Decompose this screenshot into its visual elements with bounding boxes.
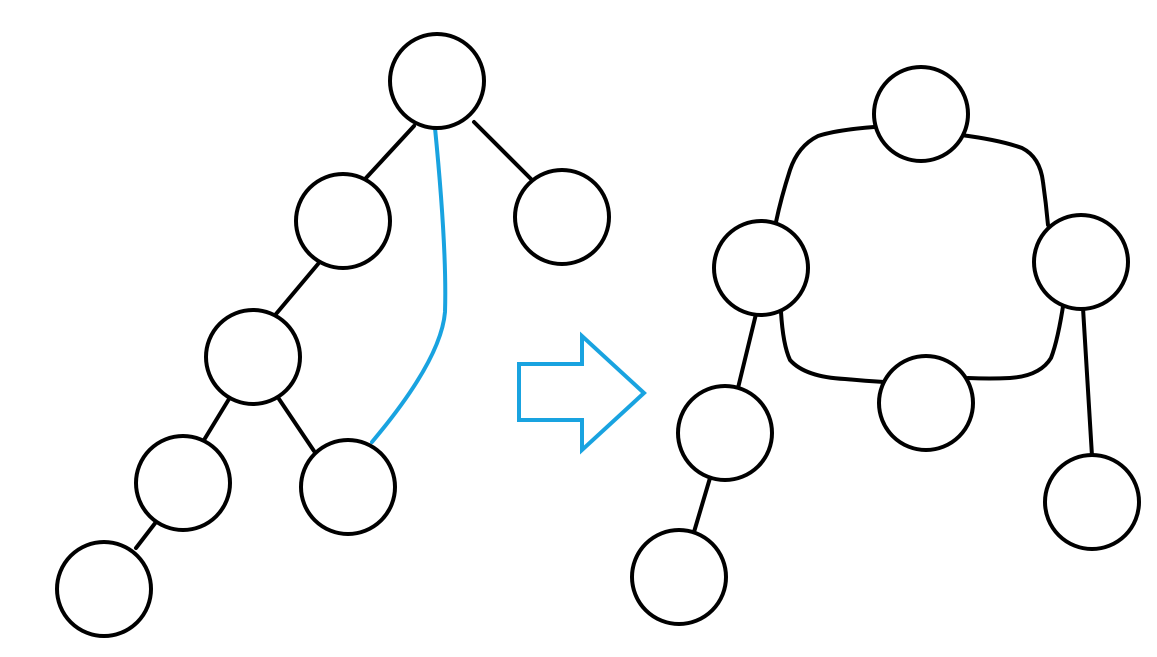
right-edge-top-right (959, 133, 1050, 227)
left-edge-d-f (134, 520, 158, 550)
right-edge-right-rightchild (1081, 306, 1094, 458)
right-edge-right-bottom (966, 298, 1066, 381)
right-arrow-icon (517, 331, 647, 455)
right-edge-top-left (774, 125, 876, 224)
right-graph (630, 65, 1141, 626)
left-node-d (134, 434, 232, 532)
right-node-left (712, 219, 810, 317)
right-node-left-grandchild (630, 528, 728, 626)
left-edge-a-c (274, 262, 320, 316)
left-node-a (294, 172, 392, 270)
left-edge-c-e (277, 397, 316, 453)
left-edge-root-a (364, 124, 416, 180)
left-highlight-edge-root-e (370, 126, 448, 444)
left-edge-c-d (202, 397, 231, 442)
right-node-right-child (1043, 453, 1141, 551)
right-edge-left-leftchild (736, 312, 758, 390)
left-edge-root-b (472, 120, 533, 181)
right-edge-leftchild-leftgrandchild (692, 476, 712, 534)
left-node-c (204, 308, 302, 406)
right-node-top (872, 65, 970, 163)
left-node-f (55, 540, 153, 638)
right-node-bottom (877, 354, 975, 452)
left-tree (55, 32, 611, 638)
left-node-b (513, 168, 611, 266)
right-node-right (1032, 213, 1130, 311)
left-node-e (299, 438, 397, 536)
right-node-left-child (676, 384, 774, 482)
right-edge-left-bottom (779, 310, 886, 384)
left-node-root (388, 32, 486, 130)
